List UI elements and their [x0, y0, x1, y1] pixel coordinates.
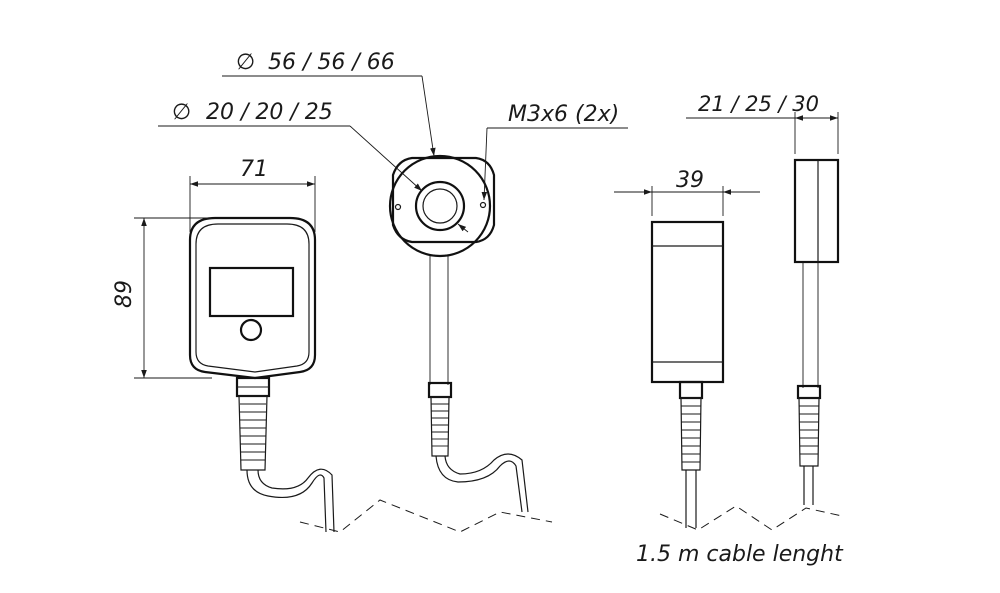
dimension-outer-diameter: ∅ 56 / 56 / 66 — [222, 50, 436, 157]
ring-sensor-side-view — [793, 158, 840, 505]
dimension-depth: 21 / 25 / 30 — [686, 92, 839, 154]
ring-sensor-cable — [427, 381, 529, 513]
inner-diameter-symbol: ∅ — [172, 100, 191, 125]
display-unit-front-view — [188, 216, 317, 380]
cable-break-line — [659, 505, 843, 531]
outer-diameter-label: 56 / 56 / 66 — [268, 50, 395, 75]
dimension-screw: M3x6 (2x) — [481, 102, 628, 201]
ring-sensor-front-view — [388, 154, 496, 385]
dimension-side-width-39: 39 — [614, 168, 760, 216]
dimension-height-label: 89 — [112, 280, 137, 308]
dimension-width-label: 71 — [240, 157, 268, 182]
outer-diameter-symbol: ∅ — [236, 50, 255, 75]
dimension-depth-label: 21 / 25 / 30 — [698, 92, 819, 116]
screw-label: M3x6 (2x) — [508, 102, 619, 127]
mounting-hole-left — [394, 203, 402, 211]
dimension-width-71: 71 — [189, 157, 316, 232]
display-unit-cable — [235, 376, 553, 533]
dimension-side-width-label: 39 — [676, 168, 704, 193]
mounting-hole-right — [479, 201, 487, 209]
inner-diameter-label: 20 / 20 / 25 — [206, 100, 333, 125]
cable-length-note: 1.5 m cable lenght — [636, 542, 844, 567]
display-unit-side-view — [650, 220, 725, 528]
display-window — [208, 266, 295, 318]
dimension-height-89: 89 — [112, 217, 212, 379]
dimension-inner-diameter: ∅ 20 / 20 / 25 — [158, 100, 469, 233]
display-button — [239, 318, 263, 342]
